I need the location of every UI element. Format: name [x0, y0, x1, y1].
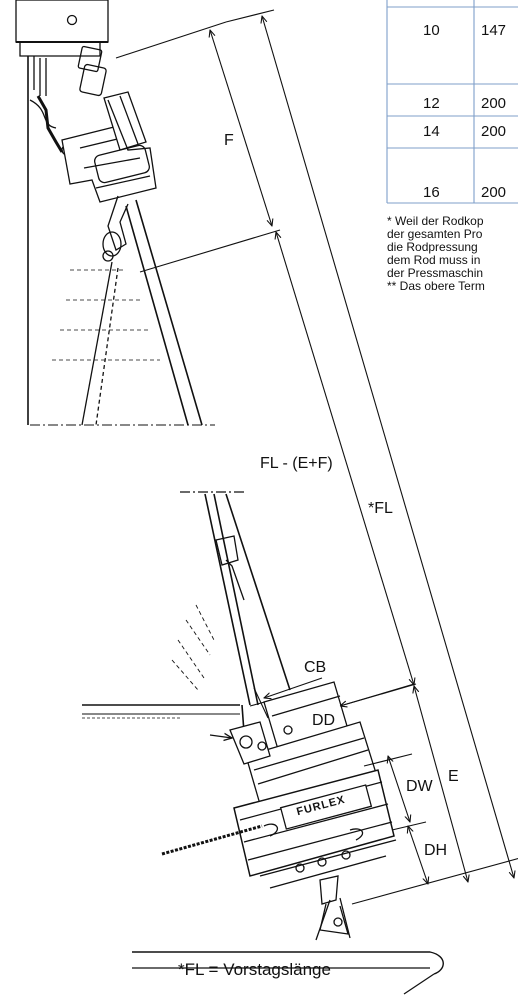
label-dh: DH — [424, 842, 448, 859]
table-cell-value: 200 — [481, 95, 507, 112]
dimension-f — [115, 21, 281, 273]
label-e: E — [448, 768, 459, 785]
label-dw: DW — [406, 778, 433, 795]
masthead-detail — [15, 0, 215, 426]
footnote-line: der Pressmaschin — [387, 267, 484, 280]
table-cell-size: 14 — [423, 123, 440, 140]
dimension-fl-ef — [276, 232, 414, 685]
caption-forestay-length: *FL = Vorstagslänge — [178, 960, 331, 979]
table-cell-size: 10 — [423, 22, 440, 39]
footnote-line: ** Das obere Term — [387, 280, 485, 293]
dimension-e — [339, 683, 468, 882]
size-table — [386, 0, 518, 204]
label-fl-minus-e-plus-f: FL - (E+F) — [260, 455, 333, 472]
foil-and-luff-detail — [82, 491, 291, 761]
footnote-line: dem Rod muss in — [387, 254, 481, 267]
label-cb: CB — [304, 659, 327, 676]
dimension-dw — [363, 753, 413, 822]
table-cell-value: 200 — [481, 184, 507, 201]
table-cell-size: 16 — [423, 184, 440, 201]
label-fl: *FL — [368, 500, 393, 517]
label-dd: DD — [312, 712, 336, 729]
table-cell-value: 147 — [481, 22, 507, 39]
footnote-line: der gesamten Pro — [387, 228, 483, 241]
table-cell-value: 200 — [481, 123, 507, 140]
label-f: F — [224, 132, 234, 149]
table-cell-size: 12 — [423, 95, 440, 112]
dimension-fl — [225, 9, 514, 878]
footnote-line: die Rodpressung — [387, 241, 478, 254]
drum-unit — [132, 681, 444, 995]
footnote-line: * Weil der Rodkop — [387, 215, 484, 228]
